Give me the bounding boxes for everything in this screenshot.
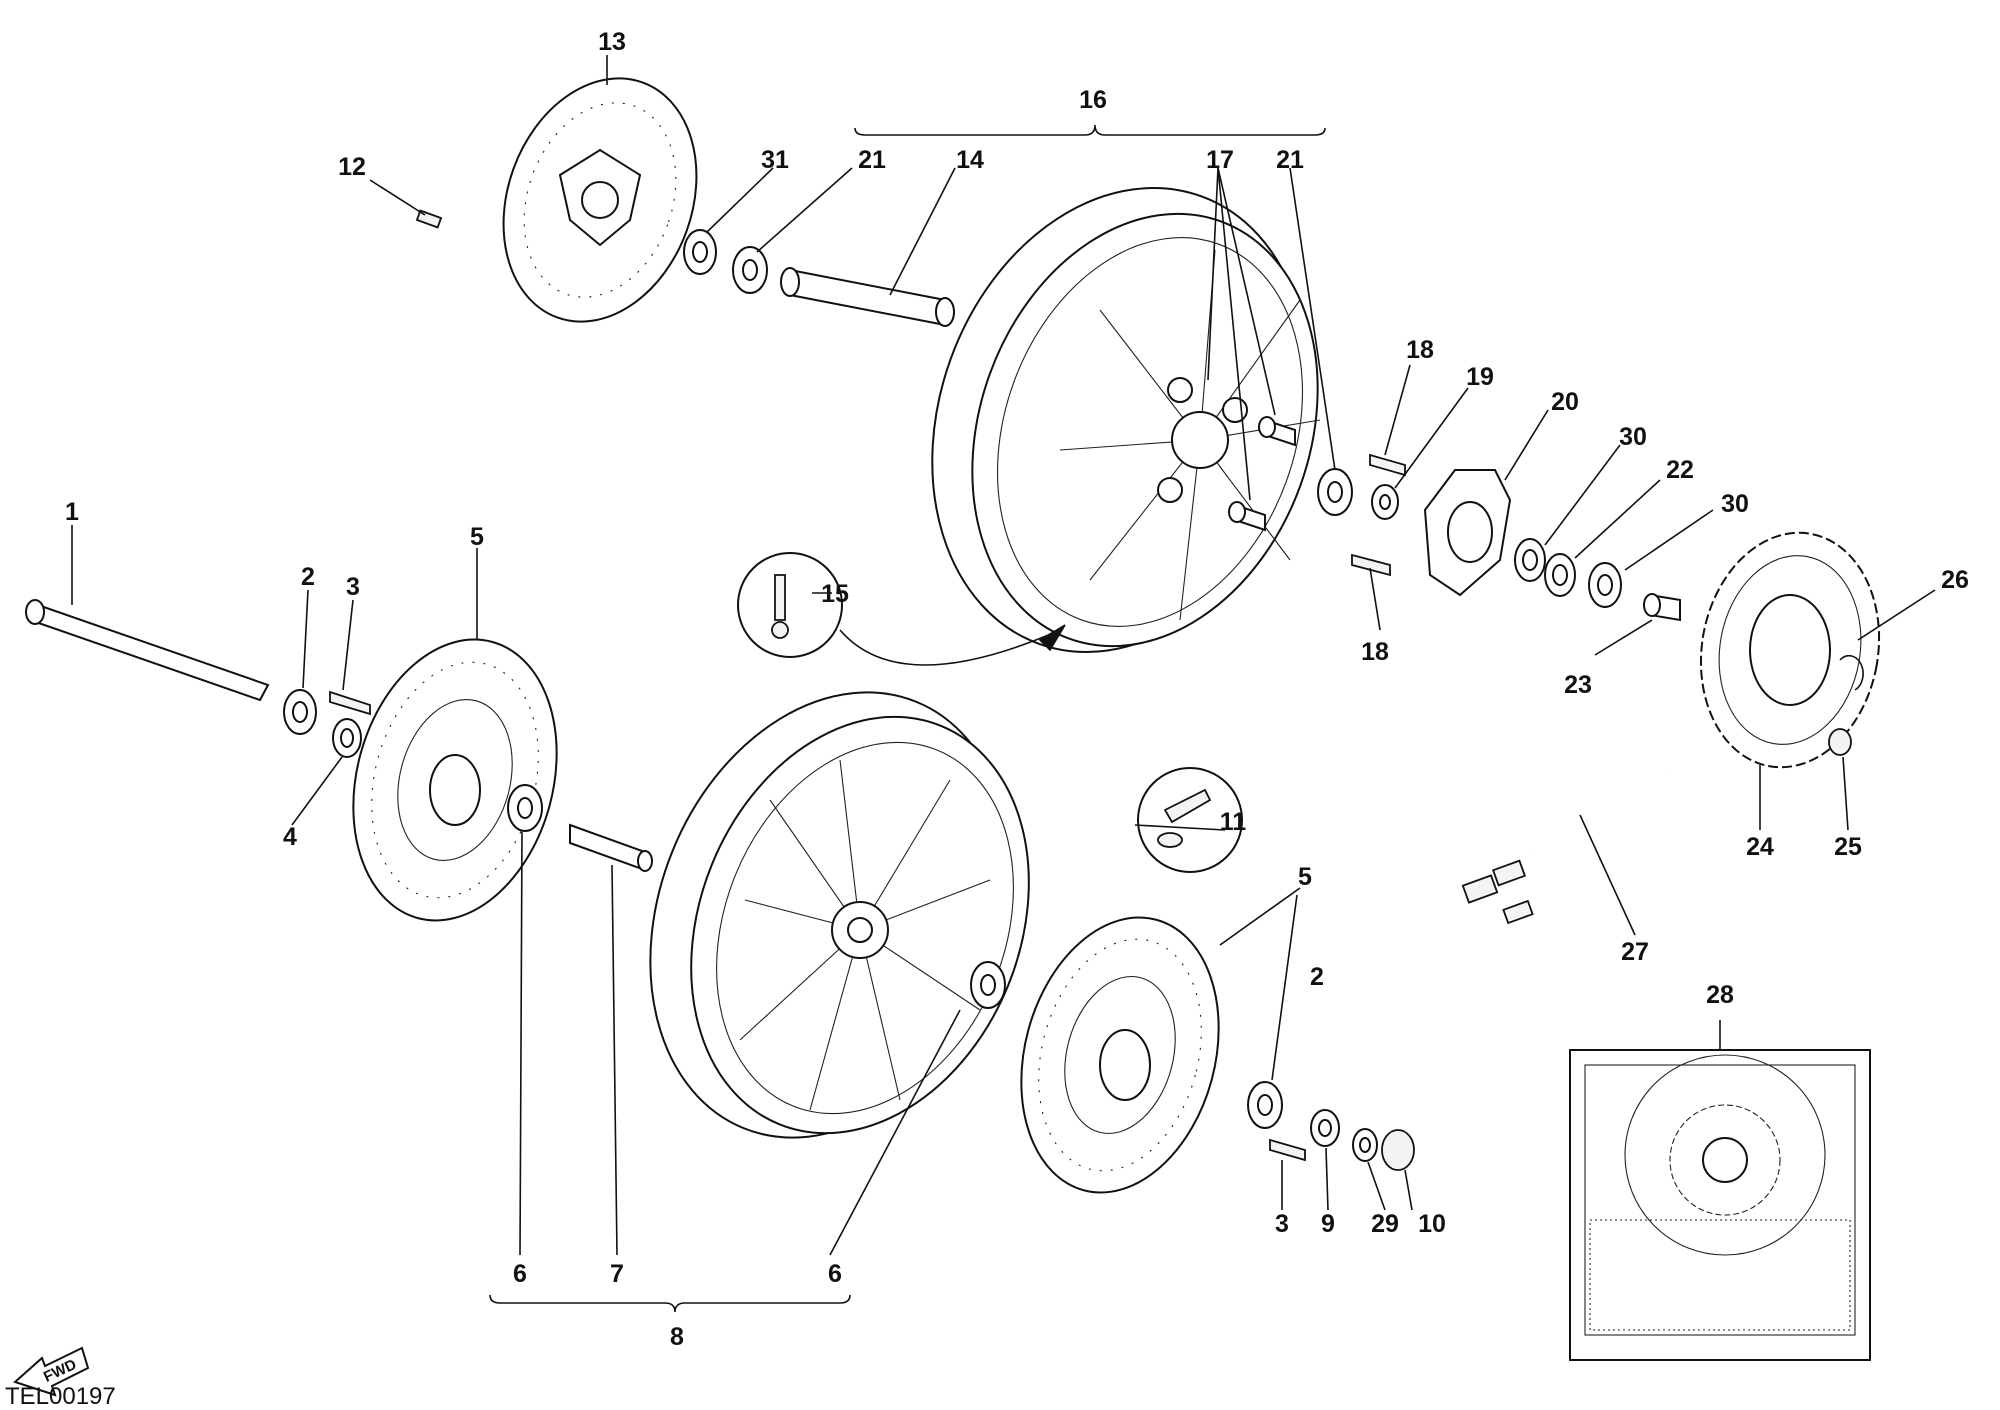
spacer-2-left[interactable] xyxy=(283,689,317,735)
callout-31: 31 xyxy=(761,146,789,174)
callout-20: 20 xyxy=(1551,388,1579,416)
callout-22: 22 xyxy=(1666,456,1694,484)
callout-2-left: 2 xyxy=(301,563,315,591)
callout-6-left: 6 xyxy=(513,1260,527,1288)
callout-28: 28 xyxy=(1706,981,1734,1009)
callout-1: 1 xyxy=(65,498,79,526)
callout-30-top: 30 xyxy=(1619,423,1647,451)
stud-18b[interactable] xyxy=(1351,553,1391,577)
spacer-23[interactable] xyxy=(1643,593,1681,622)
drawing-code: TEL00197 xyxy=(5,1383,116,1410)
callout-7: 7 xyxy=(610,1260,624,1288)
circlip-26[interactable] xyxy=(1839,654,1864,691)
rear-sprocket-24[interactable] xyxy=(1683,519,1897,782)
nut-25[interactable] xyxy=(1828,728,1852,756)
valve-detail-15[interactable] xyxy=(737,552,843,658)
callout-12: 12 xyxy=(338,153,366,181)
callout-3-left: 3 xyxy=(346,573,360,601)
rear-wheel[interactable] xyxy=(869,135,1376,705)
callout-13: 13 xyxy=(598,28,626,56)
bearing-6-left[interactable] xyxy=(507,784,543,832)
front-wheel[interactable] xyxy=(586,638,1089,1192)
spacer-tube-7[interactable] xyxy=(569,823,653,872)
bearing-21-right[interactable] xyxy=(1317,468,1353,516)
callout-14: 14 xyxy=(956,146,984,174)
rear-brake-disc[interactable] xyxy=(471,51,729,349)
callout-30-bottom: 30 xyxy=(1721,490,1749,518)
bearing-22[interactable] xyxy=(1544,553,1576,597)
front-brake-disc-left[interactable] xyxy=(323,617,586,944)
callout-29: 29 xyxy=(1371,1210,1399,1238)
sleeve-17a[interactable] xyxy=(1258,416,1296,447)
stud-18a[interactable] xyxy=(1369,453,1406,477)
callout-5-right: 5 xyxy=(1298,863,1312,891)
callout-23: 23 xyxy=(1564,671,1592,699)
callout-labels: 13 16 12 31 21 14 17 21 18 19 20 30 22 3… xyxy=(65,28,1969,1351)
sleeve-17b[interactable] xyxy=(1228,501,1266,532)
callout-15: 15 xyxy=(821,580,849,608)
callout-25: 25 xyxy=(1834,833,1862,861)
front-axle-1[interactable] xyxy=(25,599,270,702)
callout-26: 26 xyxy=(1941,566,1969,594)
callout-6-right: 6 xyxy=(828,1260,842,1288)
seal-30b[interactable] xyxy=(1588,562,1622,608)
callout-11: 11 xyxy=(1220,808,1247,836)
callout-2-right: 2 xyxy=(1310,963,1324,991)
callout-19: 19 xyxy=(1466,363,1494,391)
bolt-3-right[interactable] xyxy=(1269,1138,1306,1162)
bracket-8 xyxy=(489,1294,851,1313)
bearing-21-left[interactable] xyxy=(732,246,768,294)
sprocket-detail-box-28[interactable] xyxy=(1569,1049,1871,1361)
callout-18-top: 18 xyxy=(1406,336,1434,364)
callout-16: 16 xyxy=(1079,86,1107,114)
washer-29[interactable] xyxy=(1352,1128,1378,1162)
callout-18-bottom: 18 xyxy=(1361,638,1389,666)
callout-21-left: 21 xyxy=(858,146,886,174)
callout-3-right: 3 xyxy=(1275,1210,1289,1238)
disc-bolt-12[interactable] xyxy=(415,209,443,229)
sprocket-carrier-20[interactable] xyxy=(1423,469,1512,597)
callout-21-right: 21 xyxy=(1276,146,1304,174)
front-brake-disc-right[interactable] xyxy=(992,895,1248,1215)
callout-8: 8 xyxy=(670,1323,684,1351)
leader-lines xyxy=(71,55,1936,1256)
callout-24: 24 xyxy=(1746,833,1774,861)
spacer-9[interactable] xyxy=(1310,1109,1340,1147)
bolt-3-left[interactable] xyxy=(329,690,371,716)
spacer-31[interactable] xyxy=(683,229,717,275)
axle-nut-10[interactable] xyxy=(1381,1129,1415,1171)
spacer-tube-14[interactable] xyxy=(780,267,955,327)
callout-10: 10 xyxy=(1418,1210,1446,1238)
bush-19[interactable] xyxy=(1371,484,1399,520)
seal-30a[interactable] xyxy=(1514,538,1546,582)
callout-5-left: 5 xyxy=(470,523,484,551)
bracket-16 xyxy=(854,124,1326,136)
callout-9: 9 xyxy=(1321,1210,1335,1238)
valve-detail-11[interactable] xyxy=(1137,767,1243,873)
bearing-6-right[interactable] xyxy=(970,961,1006,1009)
callout-4: 4 xyxy=(283,823,297,851)
callout-27: 27 xyxy=(1621,938,1649,966)
washer-4[interactable] xyxy=(332,718,362,758)
spacer-2-right[interactable] xyxy=(1247,1081,1283,1129)
callout-17: 17 xyxy=(1206,146,1234,174)
chain-27[interactable] xyxy=(1461,765,1673,925)
